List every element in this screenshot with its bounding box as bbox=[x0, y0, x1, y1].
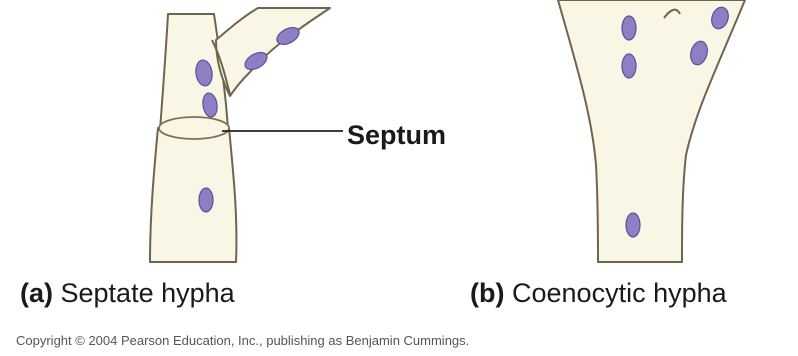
caption-coenocytic-hypha: (b) Coenocytic hypha bbox=[470, 278, 727, 309]
coenocytic-hypha bbox=[558, 0, 745, 262]
septate-hypha-upper-cell bbox=[160, 14, 228, 130]
nucleus bbox=[622, 54, 636, 78]
coenocytic-hypha-body bbox=[558, 0, 745, 262]
caption-b-letter: (b) bbox=[470, 278, 504, 308]
caption-b-text: Coenocytic hypha bbox=[512, 278, 727, 308]
nucleus bbox=[199, 188, 213, 212]
septum-label: Septum bbox=[347, 120, 446, 151]
nucleus bbox=[626, 213, 640, 237]
septum-ring bbox=[159, 117, 229, 139]
septate-hypha-lower-cell bbox=[150, 128, 236, 262]
nucleus bbox=[622, 16, 636, 40]
caption-septate-hypha: (a) Septate hypha bbox=[20, 278, 235, 309]
copyright-notice: Copyright © 2004 Pearson Education, Inc.… bbox=[16, 333, 469, 348]
caption-a-letter: (a) bbox=[20, 278, 53, 308]
septate-hypha-branch bbox=[216, 8, 330, 96]
caption-a-text: Septate hypha bbox=[61, 278, 235, 308]
septate-hypha bbox=[150, 8, 330, 262]
